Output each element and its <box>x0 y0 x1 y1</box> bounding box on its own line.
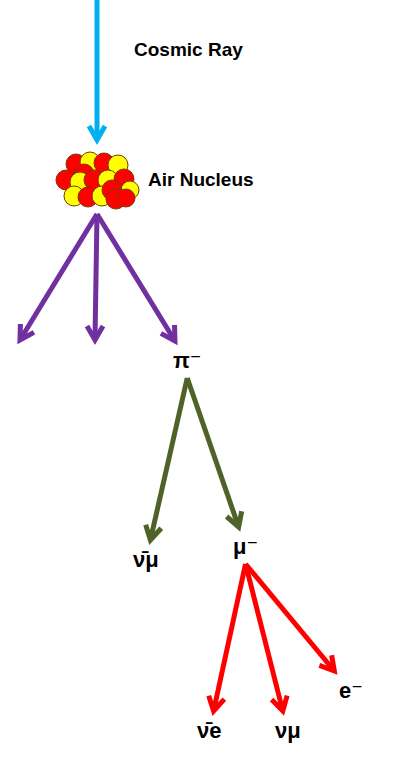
arrow-head <box>227 511 242 527</box>
arrow-head <box>161 325 175 341</box>
cosmic-ray-arrow <box>89 0 105 140</box>
proton <box>117 189 135 207</box>
arrow-shaft <box>214 564 246 711</box>
arrow-shaft <box>150 378 187 540</box>
beam-label: Cosmic Ray <box>134 38 243 62</box>
decay-arrow <box>187 378 241 527</box>
decay-arrow <box>209 564 246 711</box>
arrow-head <box>272 696 288 711</box>
nucleus-picture <box>56 152 139 209</box>
node-text: ν̄e <box>197 718 221 744</box>
arrow-shaft <box>187 378 238 527</box>
arrow-shaft <box>97 214 175 341</box>
nucleus-node: Air Nucleus <box>54 150 140 212</box>
particle-label: e⁻ <box>336 676 366 706</box>
decay-arrow <box>146 378 188 540</box>
arrow-head <box>89 126 105 140</box>
particle-label: νμ <box>272 716 304 746</box>
arrow-head <box>146 525 162 540</box>
arrow-head <box>209 696 225 711</box>
arrow-shaft <box>95 214 97 340</box>
particle-label: π⁻ <box>170 346 204 376</box>
particle-label: ν̄e <box>194 716 224 746</box>
node-text: Air Nucleus <box>148 168 254 192</box>
arrow-shaft <box>95 0 100 140</box>
particle-label: ν̄μ <box>130 545 162 575</box>
arrow-shaft <box>246 564 335 671</box>
arrow-head <box>20 324 34 340</box>
decay-arrow <box>246 564 335 671</box>
arrow-head <box>87 326 103 340</box>
particle-label: μ⁻ <box>230 532 261 562</box>
node-text: νμ <box>275 718 301 744</box>
decay-arrow <box>97 214 175 341</box>
arrow-head <box>319 655 334 671</box>
node-text: π⁻ <box>173 348 201 374</box>
node-text: μ⁻ <box>233 534 258 560</box>
node-text: e⁻ <box>339 678 363 704</box>
fragment-arrows <box>20 214 103 340</box>
node-text: ν̄μ <box>133 547 159 573</box>
arrow-shaft <box>20 214 97 340</box>
